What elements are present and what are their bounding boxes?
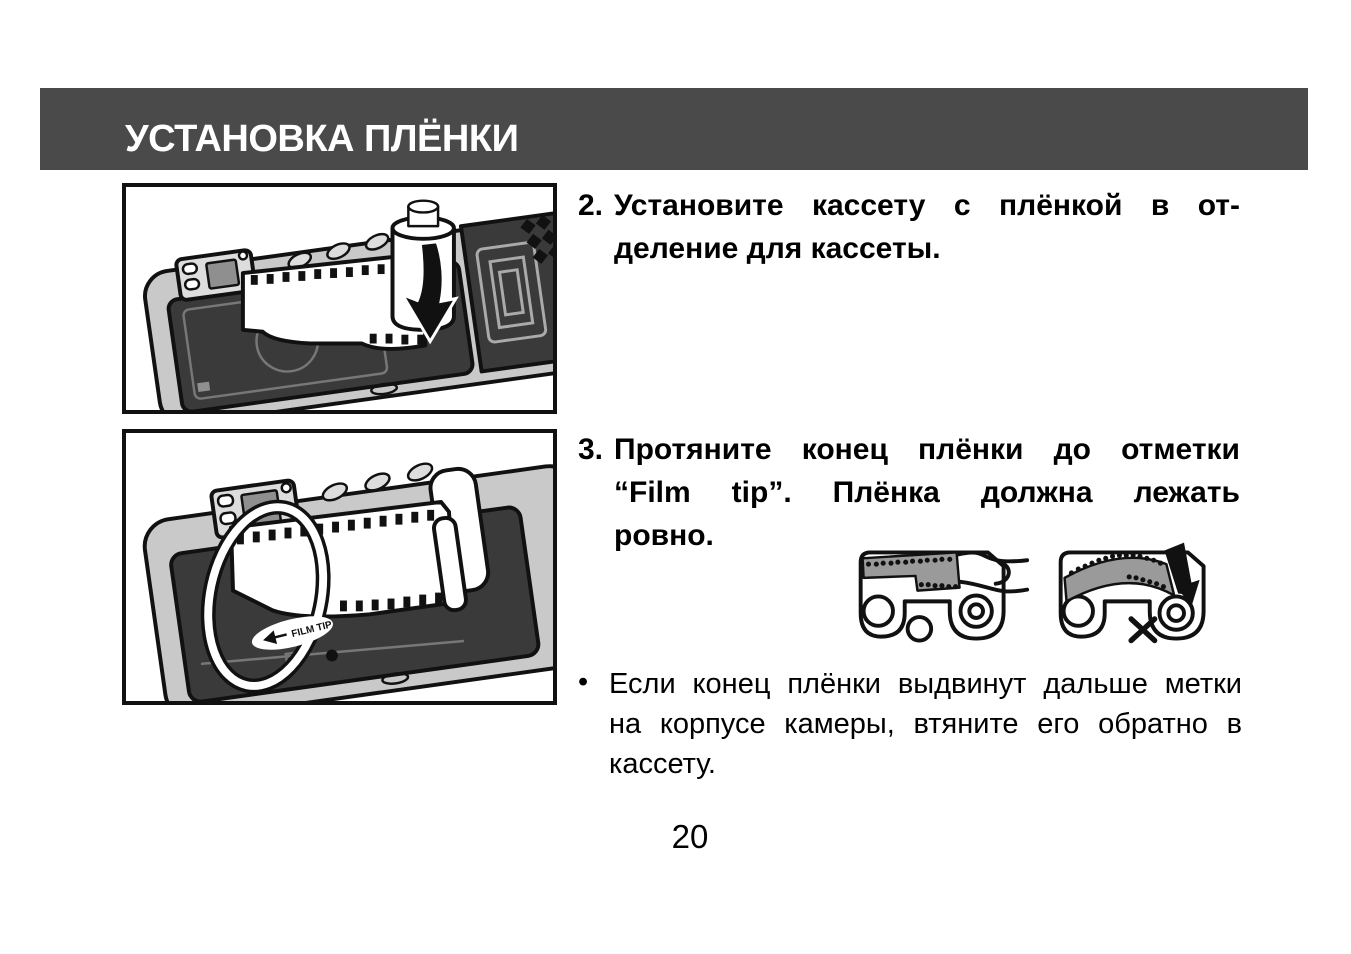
film-strip bbox=[229, 500, 468, 619]
bullet-icon: • bbox=[578, 666, 589, 698]
page-number: 20 bbox=[671, 818, 709, 855]
x-cross-mark bbox=[1128, 616, 1158, 644]
top-buttons bbox=[287, 232, 390, 270]
film-strip bbox=[240, 251, 428, 351]
step-3-line-3: ровно. bbox=[614, 519, 714, 552]
page-title: УСТАНОВКА ПЛЁНКИ bbox=[125, 118, 519, 160]
insert-arrow-down-icon bbox=[398, 240, 459, 345]
film-flat-correct-icon bbox=[858, 550, 1030, 643]
figure-film-tip-position: FILM TIP bbox=[122, 429, 557, 705]
grip-texture bbox=[520, 214, 553, 264]
top-buttons bbox=[321, 462, 434, 502]
note-line-1: Если конец плёнки выдвинут дальше метки bbox=[609, 668, 1242, 700]
section-header-bar: УСТАНОВКА ПЛЁНКИ bbox=[40, 88, 1308, 170]
film-tip-arrow-icon bbox=[263, 630, 287, 645]
highlight-ring bbox=[200, 499, 331, 694]
step-2-line-2: деление для кассеты. bbox=[614, 232, 941, 265]
note-line-3: кассету. bbox=[609, 748, 716, 780]
film-flat-mini-diagram bbox=[845, 536, 1231, 654]
figure-insert-cassette bbox=[122, 183, 557, 414]
note-line-2: на корпусе камеры, втяните его обратно в bbox=[609, 708, 1242, 740]
circle-ok-mark bbox=[905, 615, 934, 643]
note: • Если конец плёнки выдвинут дальше метк… bbox=[578, 664, 1242, 784]
film-bulged-incorrect-icon bbox=[1058, 542, 1206, 644]
insert-cassette-illustration bbox=[143, 199, 553, 410]
step-3-line-1: Протяните конец плёнки до отметки bbox=[614, 433, 1240, 466]
step-2-number: 2. bbox=[578, 189, 604, 222]
step-2: 2. Установите кассету с плёнкой в от- де… bbox=[578, 184, 1240, 270]
step-3-number: 3. bbox=[578, 433, 604, 466]
step-3: 3. Протяните конец плёнки до отметки “Fi… bbox=[578, 428, 1240, 557]
camera-back-door bbox=[458, 209, 553, 374]
step-3-line-2: “Film tip”. Плёнка должна лежать bbox=[614, 476, 1240, 509]
film-tip-mark: FILM TIP bbox=[251, 616, 334, 650]
film-tip-illustration: FILM TIP bbox=[142, 462, 553, 701]
step-2-line-1: Установите кассету с плёнкой в от- bbox=[614, 189, 1240, 222]
lcd-panel bbox=[174, 248, 258, 302]
